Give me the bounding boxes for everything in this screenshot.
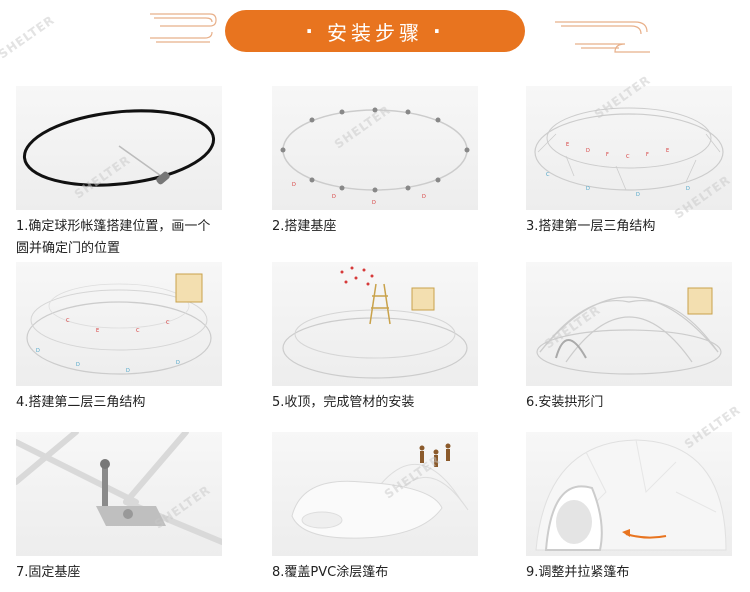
svg-text:D: D: [372, 200, 376, 206]
svg-text:E: E: [96, 328, 99, 334]
svg-text:D: D: [586, 186, 590, 192]
fix-base-illustration: [16, 432, 222, 545]
second-triangle-layer-illustration: C E C C D D D D: [26, 273, 212, 375]
step-card-6: 6.安装拱形门: [526, 262, 732, 414]
svg-text:C: C: [136, 328, 140, 334]
step-caption-5: 5.收顶，完成管材的安装: [272, 395, 415, 410]
step-image-2: D D D D: [272, 86, 478, 210]
step-caption-3: 3.搭建第一层三角结构: [526, 219, 656, 234]
step-image-6: [526, 262, 732, 386]
svg-text:C: C: [66, 318, 70, 324]
base-ring-illustration: D D D D: [280, 107, 470, 206]
svg-text:C: C: [626, 154, 630, 160]
title-dot-right: ·: [433, 19, 445, 43]
step-image-7: [16, 432, 222, 556]
svg-text:D: D: [76, 362, 80, 368]
tarp-arrow-icon: [622, 529, 667, 539]
svg-text:D: D: [686, 186, 690, 192]
svg-text:C: C: [166, 320, 170, 326]
title-dot-left: ·: [305, 19, 317, 43]
step-caption-4: 4.搭建第二层三角结构: [16, 395, 146, 410]
svg-text:D: D: [586, 148, 590, 154]
svg-text:D: D: [176, 360, 180, 366]
svg-text:F: F: [646, 152, 649, 158]
first-triangle-layer-illustration: E D F C F E C D D D: [534, 107, 724, 198]
step-card-9: 9.调整并拉紧篷布: [526, 432, 732, 584]
step-image-3: E D F C F E C D D D: [526, 86, 732, 210]
circle-marking-illustration: [22, 109, 216, 187]
svg-text:D: D: [36, 348, 40, 354]
step-image-4: C E C C D D D D: [16, 262, 222, 386]
step-card-4: C E C C D D D D 4.搭建第二层三角结构: [16, 262, 222, 414]
step-caption-2: 2.搭建基座: [272, 219, 337, 234]
section-title-banner: · 安装步骤 ·: [225, 10, 525, 52]
step-card-2: D D D D 2.搭建基座: [272, 86, 478, 238]
step-caption-6: 6.安装拱形门: [526, 395, 604, 410]
step-caption-1: 1.确定球形帐篷搭建位置，画一个圆并确定门的位置: [16, 219, 211, 256]
header-decoration-left: [150, 13, 217, 43]
step-card-8: 8.覆盖PVC涂层篷布: [272, 432, 478, 584]
worker-figure-icon: [419, 443, 451, 467]
svg-text:D: D: [332, 194, 336, 200]
header-decoration-right: [555, 21, 650, 53]
dome-frame-icon: [536, 296, 722, 375]
arched-door-illustration: [536, 287, 722, 375]
step-card-1: 1.确定球形帐篷搭建位置，画一个圆并确定门的位置: [16, 86, 222, 260]
tension-tarp-illustration: [535, 439, 727, 551]
step-caption-9: 9.调整并拉紧篷布: [526, 565, 630, 580]
svg-text:D: D: [292, 182, 296, 188]
pvc-cover-illustration: [291, 443, 469, 539]
step-image-1: [16, 86, 222, 210]
svg-text:D: D: [636, 192, 640, 198]
svg-text:C: C: [546, 172, 550, 178]
svg-text:E: E: [566, 142, 569, 148]
watermark: SHELTER: [0, 12, 58, 62]
svg-text:D: D: [422, 194, 426, 200]
step-image-9: [526, 432, 732, 556]
roof-closing-illustration: [282, 266, 468, 379]
svg-text:E: E: [666, 148, 669, 154]
section-title: 安装步骤: [327, 20, 423, 45]
svg-text:D: D: [126, 368, 130, 374]
svg-text:F: F: [606, 152, 609, 158]
step-card-7: 7.固定基座: [16, 432, 222, 584]
tape-measure-icon: [156, 171, 170, 185]
step-card-5: 5.收顶，完成管材的安装: [272, 262, 478, 414]
step-image-5: [272, 262, 478, 386]
step-caption-8: 8.覆盖PVC涂层篷布: [272, 565, 389, 580]
step-card-3: E D F C F E C D D D 3.搭建第一层三角结构: [526, 86, 732, 238]
step-caption-7: 7.固定基座: [16, 565, 81, 580]
step-image-8: [272, 432, 478, 556]
